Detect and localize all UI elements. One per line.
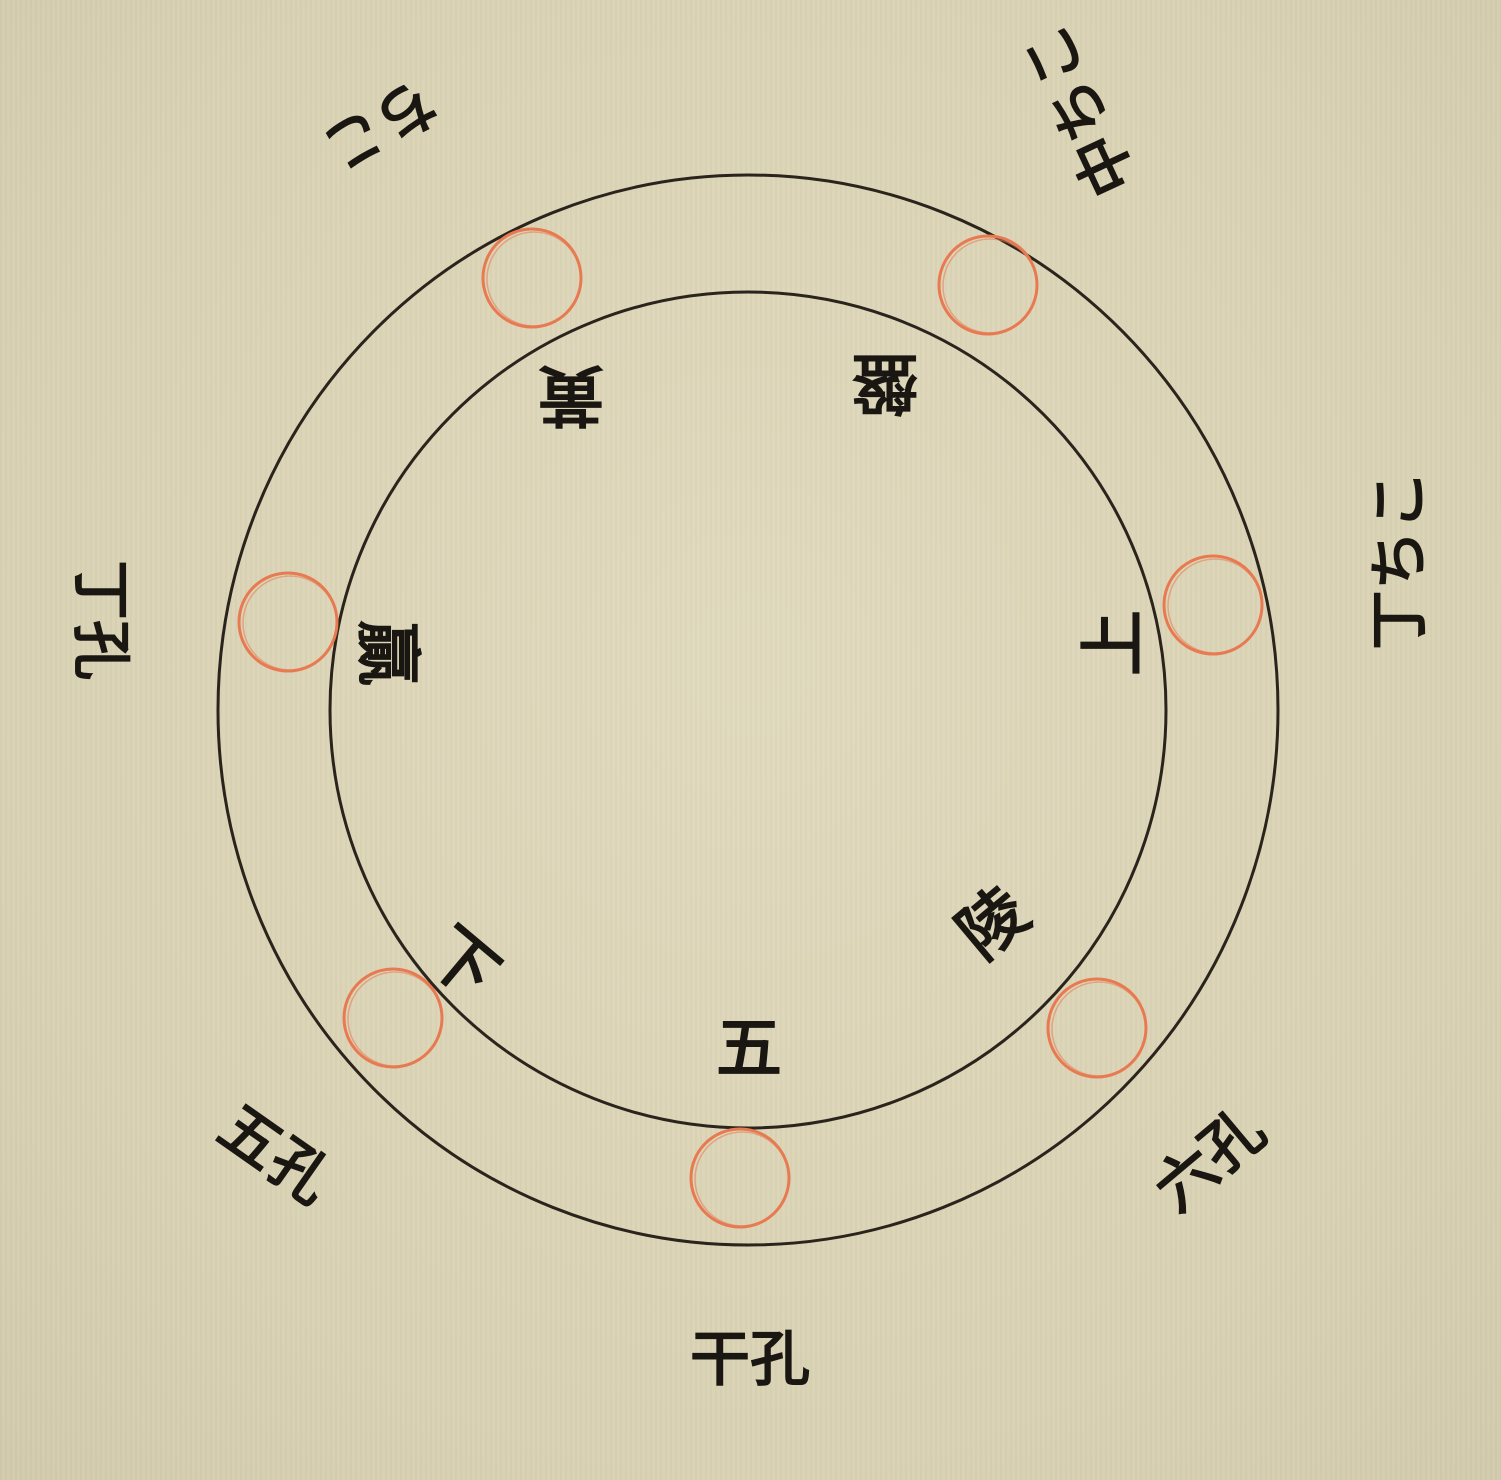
hole-5-trace <box>347 971 443 1067</box>
inner-label-ying: 贏 <box>349 620 427 686</box>
hole-2-trace <box>942 238 1038 334</box>
hole-3-trace <box>242 575 338 671</box>
outer-label-bottom: 干孔 <box>690 1325 810 1395</box>
inner-ring <box>328 290 1168 1130</box>
finger-holes <box>237 227 1264 1229</box>
inner-label-pan: 盤 <box>852 344 918 422</box>
outer-label-left: 丁孔 <box>65 560 135 680</box>
hole-4-trace <box>1167 558 1263 654</box>
inner-label-wu: 五 <box>716 1009 782 1087</box>
hole-1-trace <box>486 231 582 327</box>
hole-7-trace <box>694 1131 790 1227</box>
outer-ring <box>216 173 1280 1247</box>
inner-label-huang: 黃 <box>538 356 604 434</box>
hole-6-trace <box>1051 981 1147 1077</box>
inner-label-shang: 上 <box>1074 610 1152 676</box>
outer-label-right: 丁ちこ <box>1365 470 1435 650</box>
